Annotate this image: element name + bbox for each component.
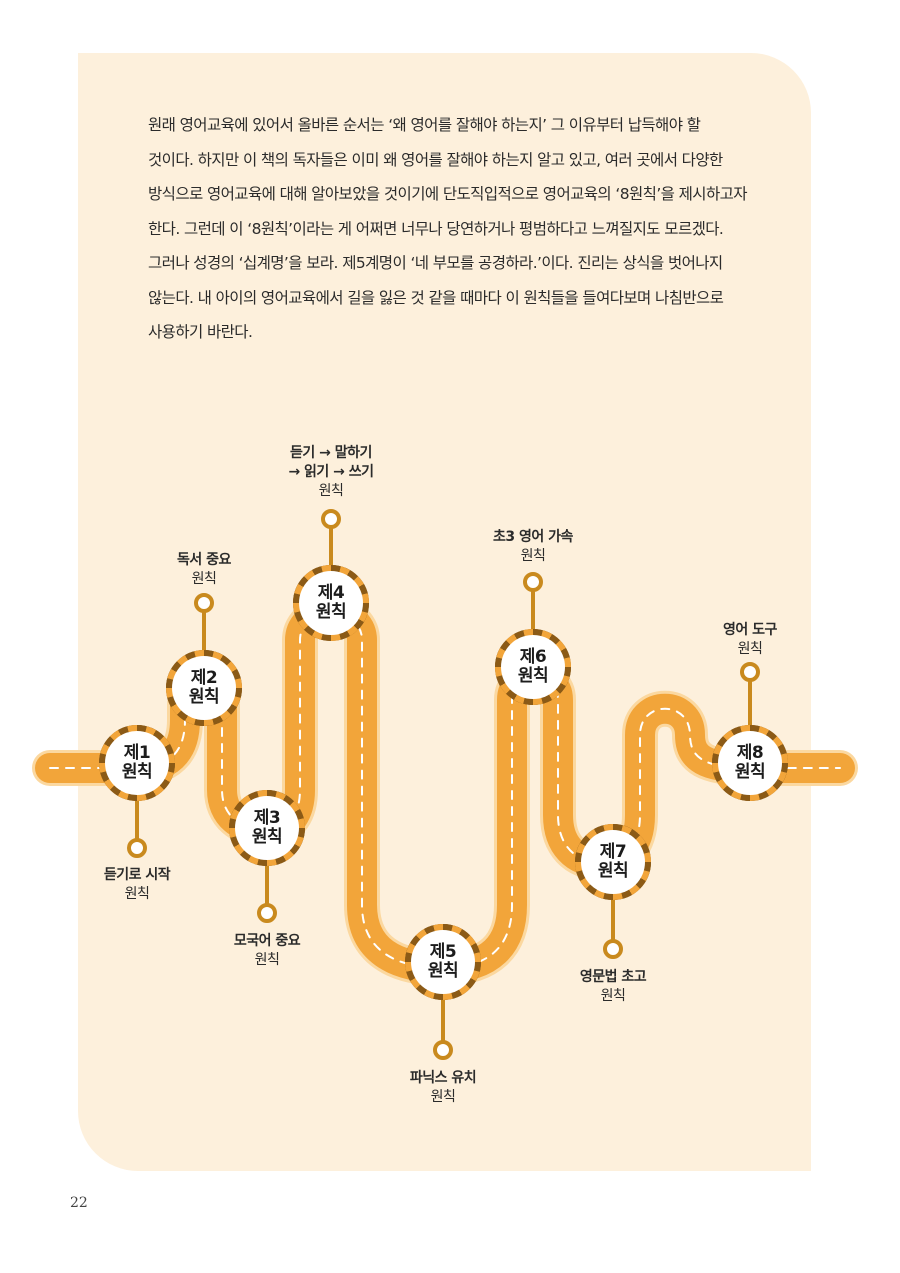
- intro-paragraph: 원래 영어교육에 있어서 올바른 순서는 ‘왜 영어를 잘해야 하는지’ 그 이…: [148, 116, 748, 341]
- principle-7-sub: 원칙: [600, 988, 626, 1004]
- principle-6-number: 제6: [519, 647, 547, 667]
- pin-dot-5: [433, 1040, 453, 1060]
- principle-3-number: 제3: [253, 808, 281, 828]
- principle-4-number: 제4: [317, 583, 345, 603]
- principle-7-number: 제7: [599, 842, 627, 862]
- principle-4-label: 듣기 → 말하기 → 읽기 → 쓰기 원칙: [261, 444, 401, 501]
- principle-5-label: 파닉스 유치 원칙: [373, 1069, 513, 1107]
- principle-5-circle: 제5 원칙: [405, 924, 481, 1000]
- principle-4-word: 원칙: [315, 602, 347, 622]
- principle-7-word: 원칙: [597, 861, 629, 881]
- principle-5-topic: 파닉스 유치: [409, 1070, 477, 1086]
- principle-3-circle: 제3 원칙: [229, 790, 305, 866]
- principle-7-label: 영문법 초고 원칙: [543, 968, 683, 1006]
- pin-dot-8: [740, 662, 760, 682]
- principle-8-sub: 원칙: [737, 641, 763, 657]
- principle-1-number: 제1: [123, 743, 151, 763]
- principle-7-circle: 제7 원칙: [575, 824, 651, 900]
- principle-8-number: 제8: [736, 743, 764, 763]
- principle-4-topic-line2: → 읽기 → 쓰기: [288, 464, 374, 480]
- principle-2-number: 제2: [190, 668, 218, 688]
- principle-2-circle: 제2 원칙: [166, 650, 242, 726]
- road-outline: [32, 595, 858, 986]
- principle-1-sub: 원칙: [124, 886, 150, 902]
- principle-3-sub: 원칙: [254, 952, 280, 968]
- principle-4-sub: 원칙: [318, 483, 344, 499]
- principle-6-topic: 초3 영어 가속: [493, 529, 573, 545]
- principle-1-topic: 듣기로 시작: [103, 867, 171, 883]
- principle-2-label: 독서 중요 원칙: [134, 551, 274, 589]
- principle-1-label: 듣기로 시작 원칙: [67, 866, 207, 904]
- principle-3-topic: 모국어 중요: [233, 933, 301, 949]
- principle-1-word: 원칙: [121, 762, 153, 782]
- principle-8-label: 영어 도구 원칙: [680, 621, 820, 659]
- principle-2-sub: 원칙: [191, 571, 217, 587]
- principle-5-word: 원칙: [427, 961, 459, 981]
- principle-6-label: 초3 영어 가속 원칙: [463, 528, 603, 566]
- principle-6-sub: 원칙: [520, 548, 546, 564]
- principle-3-word: 원칙: [251, 827, 283, 847]
- principle-2-word: 원칙: [188, 687, 220, 707]
- pin-dot-6: [523, 572, 543, 592]
- principle-8-topic: 영어 도구: [723, 622, 777, 638]
- principle-4-circle: 제4 원칙: [293, 565, 369, 641]
- principle-5-number: 제5: [429, 942, 457, 962]
- principle-6-circle: 제6 원칙: [495, 629, 571, 705]
- pin-dot-7: [603, 939, 623, 959]
- principle-6-word: 원칙: [517, 666, 549, 686]
- principle-2-topic: 독서 중요: [177, 552, 231, 568]
- principle-1-circle: 제1 원칙: [99, 725, 175, 801]
- pin-dot-3: [257, 903, 277, 923]
- pin-dot-4: [321, 509, 341, 529]
- pin-dot-2: [194, 593, 214, 613]
- page-number: 22: [70, 1195, 88, 1211]
- principle-8-circle: 제8 원칙: [712, 725, 788, 801]
- road-surface: [35, 598, 855, 983]
- principle-5-sub: 원칙: [430, 1089, 456, 1105]
- principle-7-topic: 영문법 초고: [579, 969, 647, 985]
- pin-dot-1: [127, 838, 147, 858]
- principle-8-word: 원칙: [734, 762, 766, 782]
- principle-3-label: 모국어 중요 원칙: [197, 932, 337, 970]
- principle-4-topic-line1: 듣기 → 말하기: [290, 445, 372, 461]
- road-center-line: [49, 612, 841, 969]
